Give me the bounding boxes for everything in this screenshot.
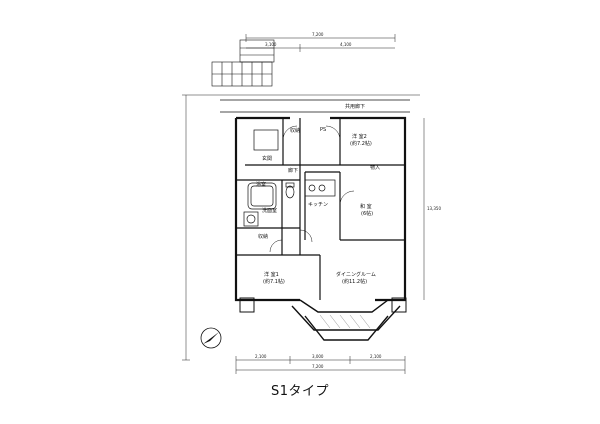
door-swings <box>269 125 355 253</box>
entrance-cabinet <box>253 129 279 151</box>
bathtub <box>247 182 277 210</box>
room-label-western2: 洋 室2 <box>352 133 367 140</box>
compass-icon <box>200 327 222 349</box>
room-label-japanese: 和 室 <box>360 203 372 210</box>
interior-walls <box>236 118 405 300</box>
room-label-closet: 物入 <box>370 164 380 171</box>
common-corridor-label: 共用廊下 <box>345 103 365 110</box>
dim-top-left: 3,100 <box>265 42 277 47</box>
room-label-corridor: 廊下 <box>288 167 298 174</box>
room-label-storage2: 収納 <box>258 233 268 240</box>
dim-top-right: 4,100 <box>340 42 352 47</box>
room-size-japanese: (6帖) <box>361 210 373 217</box>
dim-bottom-mid: 3,000 <box>312 354 324 359</box>
kitchen-counter <box>304 179 336 197</box>
room-label-western1: 洋 室1 <box>264 271 279 278</box>
room-size-western1: (約7.1帖) <box>263 278 285 285</box>
room-label-kitchen: キッチン <box>308 202 328 208</box>
room-label-washroom: 洗面室 <box>262 207 277 214</box>
outer-walls <box>234 116 407 302</box>
dim-side-total: 13,350 <box>427 206 441 211</box>
room-label-bath: 浴室 <box>256 181 266 188</box>
balcony-hatch <box>319 314 371 329</box>
dim-bottom-right: 2,100 <box>370 354 382 359</box>
dim-bottom-total: 7,200 <box>312 364 324 369</box>
room-label-pipe-space: PS <box>320 127 326 133</box>
wash-basin <box>243 211 259 227</box>
room-size-dining: (約11.2帖) <box>342 278 367 285</box>
plan-type-caption: S1タイプ <box>270 384 330 399</box>
side-balconies <box>239 297 407 313</box>
dim-top-total: 7,200 <box>312 32 324 37</box>
room-label-entrance: 玄関 <box>262 155 272 162</box>
common-corridor <box>220 99 410 113</box>
room-label-dining: ダイニングルーム <box>336 271 376 278</box>
room-size-western2: (約7.2帖) <box>350 140 372 147</box>
dim-bottom-left: 2,100 <box>255 354 267 359</box>
bottom-dimension-lines <box>235 356 406 374</box>
toilet <box>285 182 295 199</box>
left-dimension-lines <box>182 94 425 361</box>
bay-balcony <box>291 299 401 341</box>
exterior-stair <box>211 39 275 87</box>
room-label-storage: 収納 <box>290 127 300 134</box>
